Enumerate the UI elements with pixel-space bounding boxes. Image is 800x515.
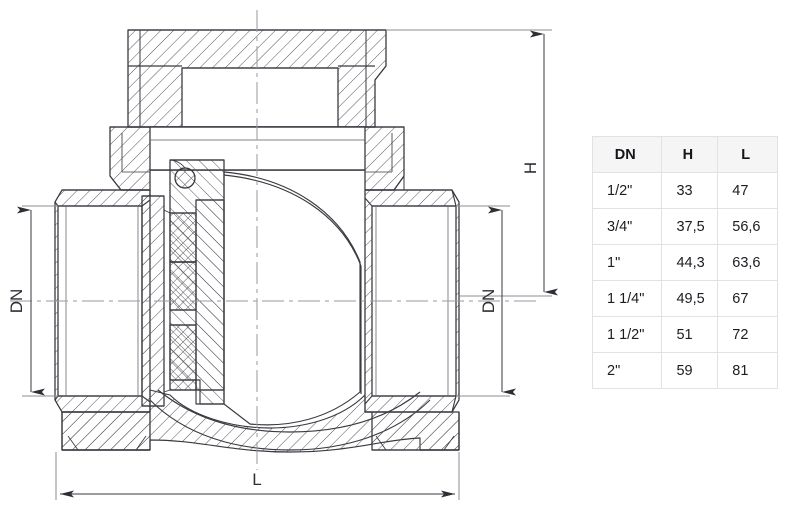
cell-h: 59 bbox=[661, 352, 719, 389]
cell-l: 47 bbox=[717, 172, 778, 209]
table-row: 3/4" 37,5 56,6 bbox=[591, 208, 778, 245]
dimension-lines bbox=[17, 29, 558, 500]
cell-h: 49,5 bbox=[661, 280, 719, 317]
label-L: L bbox=[252, 470, 261, 489]
cell-dn: 3/4" bbox=[591, 208, 663, 245]
table-row: 1" 44,3 63,6 bbox=[591, 244, 778, 281]
column-header-dn: DN bbox=[591, 136, 663, 173]
cell-dn: 1 1/4" bbox=[591, 280, 663, 317]
cell-l: 56,6 bbox=[717, 208, 778, 245]
cell-l: 81 bbox=[717, 352, 778, 389]
dimension-L bbox=[55, 452, 460, 500]
dimension-labels: H DN DN L bbox=[7, 162, 540, 489]
column-header-h: H bbox=[661, 136, 719, 173]
cell-h: 37,5 bbox=[661, 208, 719, 245]
cell-h: 33 bbox=[661, 172, 719, 209]
column-header-l: L bbox=[717, 136, 778, 173]
dimension-DN-left bbox=[17, 205, 58, 397]
center-lines bbox=[10, 10, 540, 470]
table-body: 1/2" 33 47 3/4" 37,5 56,6 1" 44,3 63,6 1… bbox=[591, 172, 778, 389]
cell-dn: 1/2" bbox=[591, 172, 663, 209]
dimension-spec-table: DN H L 1/2" 33 47 3/4" 37,5 56,6 1" 44,3… bbox=[591, 136, 778, 389]
inner-left-wall bbox=[141, 190, 165, 412]
cell-dn: 1" bbox=[591, 244, 663, 281]
bonnet-cap bbox=[127, 29, 387, 128]
cell-l: 63,6 bbox=[717, 244, 778, 281]
cell-dn: 2" bbox=[591, 352, 663, 389]
table-row: 1 1/4" 49,5 67 bbox=[591, 280, 778, 317]
table-header-row: DN H L bbox=[591, 136, 778, 173]
dimension-DN-right bbox=[456, 205, 516, 397]
label-DN-right: DN bbox=[479, 289, 498, 314]
cell-l: 72 bbox=[717, 316, 778, 353]
swing-disc-assembly bbox=[163, 159, 225, 405]
cell-h: 44,3 bbox=[661, 244, 719, 281]
table-row: 1/2" 33 47 bbox=[591, 172, 778, 209]
table-row: 1 1/2" 51 72 bbox=[591, 316, 778, 353]
flow-chamber bbox=[223, 171, 362, 426]
label-DN-left: DN bbox=[7, 289, 26, 314]
table-row: 2" 59 81 bbox=[591, 352, 778, 389]
cell-dn: 1 1/2" bbox=[591, 316, 663, 353]
label-H: H bbox=[521, 162, 540, 174]
cell-l: 67 bbox=[717, 280, 778, 317]
cell-h: 51 bbox=[661, 316, 719, 353]
